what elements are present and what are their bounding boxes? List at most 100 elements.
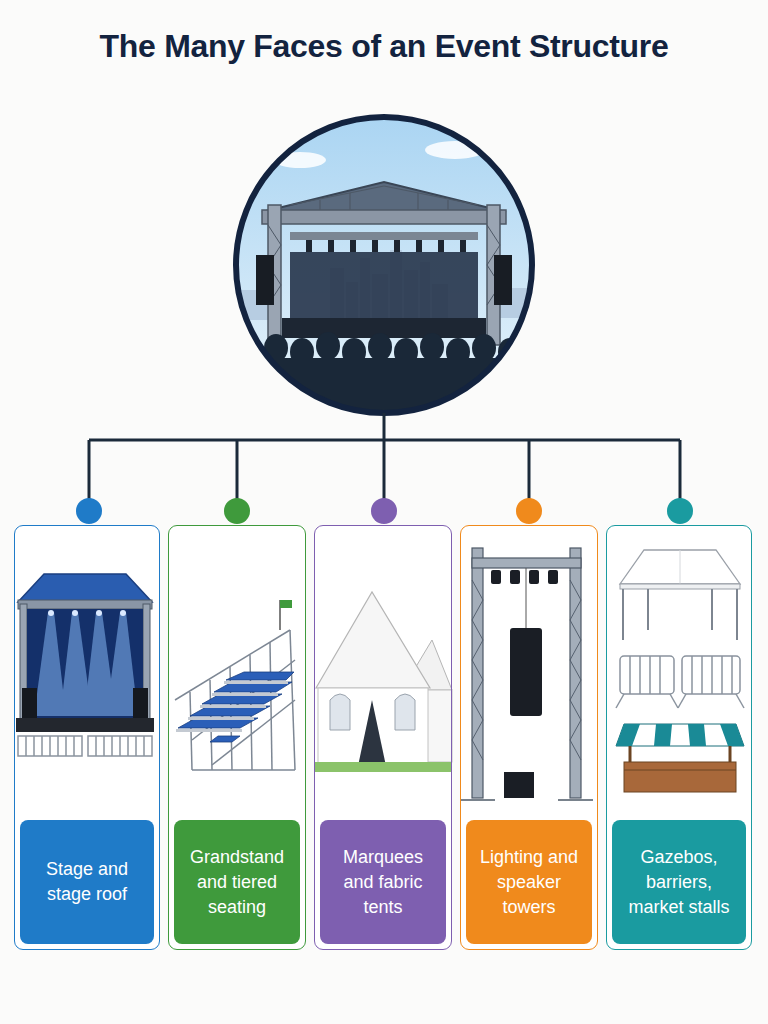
tent-illustration-part: [316, 592, 430, 688]
gazebo-barrier-stall-illustration-part-part: [711, 589, 713, 630]
hero-stage-scene-part-part: [416, 240, 422, 252]
gazebo-barrier-stall-illustration-part-part: [691, 656, 693, 694]
tower-illustration-part-part: [570, 600, 581, 620]
gazebo-barrier-stall-illustration-part-part: [639, 656, 641, 694]
hero-stage-scene-part-part: [316, 332, 340, 360]
gazebo-barrier-stall-illustration-part-part: [629, 656, 631, 694]
tower-illustration-part-part: [570, 740, 581, 760]
tower-illustration-part-part: [472, 740, 483, 760]
gazebo-barrier-stall-illustration: [616, 550, 744, 792]
hero-stage-scene-part-part: [438, 240, 444, 252]
stage-illustration-part-part: [18, 736, 82, 756]
hero-stage-scene-part-part: [472, 334, 496, 362]
hero-stage-scene-part-part: [290, 186, 384, 205]
stage-illustration-part: [18, 736, 152, 756]
grandstand-illustration-part-part: [190, 706, 270, 716]
grandstand-illustration-part-part: [214, 682, 292, 692]
tower-illustration-part-part: [504, 772, 534, 798]
hero-stage-scene-part: [306, 240, 466, 252]
tower-illustration-part-part: [472, 720, 483, 740]
tree-dots-part: [667, 498, 693, 524]
tower-illustration-part: [472, 548, 581, 798]
tower-illustration-part-part: [570, 660, 581, 680]
grandstand-illustration-part-part: [224, 681, 288, 684]
label-box: Gazebos, barriers, market stalls: [612, 820, 746, 944]
tower-illustration-part-part: [570, 700, 581, 720]
tent-illustration: [314, 592, 452, 772]
label-box: Grandstand and tiered seating: [174, 820, 300, 944]
tower-illustration-part-part: [491, 570, 501, 584]
hero-circle-border: [236, 117, 532, 413]
tent-illustration-part: [330, 694, 350, 730]
stage-illustration-part-part: [119, 736, 121, 756]
stage-illustration-part: [18, 574, 152, 602]
stage-illustration-part-part: [88, 736, 152, 756]
gazebo-barrier-stall-illustration-part-part: [731, 656, 733, 694]
gazebo-barrier-stall-illustration-part-part: [711, 656, 713, 694]
gazebo-barrier-stall-illustration-part-part: [620, 656, 674, 694]
category-card: Stage and stage roof: [14, 525, 160, 950]
hero-stage-scene-part-part: [460, 240, 466, 252]
gazebo-barrier-stall-illustration-part-part: [721, 656, 723, 694]
diagram-title: The Many Faces of an Event Structure: [0, 28, 768, 65]
tree-lines-part: [383, 440, 386, 500]
tree-dots-part: [76, 498, 102, 524]
grandstand-illustration-part-part: [188, 717, 254, 720]
tree-dots-part: [516, 498, 542, 524]
stage-illustration-part-part: [72, 610, 78, 616]
hero-stage-scene-part-part: [268, 225, 281, 245]
tower-illustration-part-part: [548, 570, 558, 584]
gazebo-barrier-stall-illustration-part-part: [616, 724, 640, 746]
stage-illustration-part-part: [34, 612, 66, 716]
stage-illustration-part-part: [96, 610, 102, 616]
tower-illustration-part: [491, 570, 558, 798]
gazebo-barrier-stall-illustration-part-part: [649, 656, 651, 694]
category-label: Grandstand and tiered seating: [182, 845, 292, 920]
gazebo-barrier-stall-illustration-part-part: [654, 724, 672, 746]
stage-illustration-part-part: [25, 736, 27, 756]
label-box: Lighting and speaker towers: [466, 820, 592, 944]
tent-illustration-part: [358, 700, 386, 766]
stage-illustration-part: [34, 612, 138, 716]
stage-illustration-part: [16, 718, 154, 732]
tower-illustration-part-part: [472, 620, 483, 640]
hero-stage-scene-part: [494, 255, 512, 305]
tree-lines-part: [528, 440, 531, 500]
grandstand-illustration: [175, 600, 295, 770]
category-label: Stage and stage roof: [28, 857, 146, 907]
stage-illustration-part-part: [143, 736, 145, 756]
tower-illustration-part-part: [570, 680, 581, 700]
gazebo-barrier-stall-illustration-part-part: [701, 656, 703, 694]
hero-stage-scene-part: [262, 210, 506, 224]
gazebo-barrier-stall-illustration-part-part: [678, 694, 686, 708]
hero-stage-scene-part-part: [349, 193, 350, 212]
hero-stage-scene-part-part: [487, 225, 500, 245]
hero-stage-scene-part-part: [372, 240, 378, 252]
hero-stage-scene-part-part: [420, 333, 444, 361]
tower-illustration-part-part: [570, 640, 581, 660]
gazebo-barrier-stall-illustration-part-part: [682, 656, 740, 694]
grandstand-illustration-part-part: [202, 694, 282, 704]
grandstand-illustration-part: [176, 681, 288, 732]
card-backgrounds-part: [14, 525, 160, 950]
grandstand-illustration-part-part: [178, 718, 258, 728]
gazebo-barrier-stall-illustration-part: [623, 589, 737, 640]
stage-illustration-part-part: [49, 736, 51, 756]
category-label: Lighting and speaker towers: [474, 845, 584, 920]
hero-stage-scene-part-part: [417, 193, 418, 212]
tower-illustration-part-part: [472, 660, 483, 680]
hero-stage-scene-part-part: [394, 240, 400, 252]
hero-stage-scene-part-part: [384, 186, 478, 205]
tree-lines-part: [383, 413, 386, 440]
hero-stage-scene-part: [290, 232, 478, 240]
label-box: Stage and stage roof: [20, 820, 154, 944]
grandstand-illustration-part: [280, 600, 292, 608]
tree-lines-part: [88, 440, 91, 500]
stage-illustration-part-part: [57, 736, 59, 756]
tree-lines-part: [236, 440, 239, 500]
stage-illustration-part-part: [48, 610, 54, 616]
grandstand-illustration-part: [175, 630, 295, 770]
grandstand-illustration-part-part: [212, 693, 278, 696]
